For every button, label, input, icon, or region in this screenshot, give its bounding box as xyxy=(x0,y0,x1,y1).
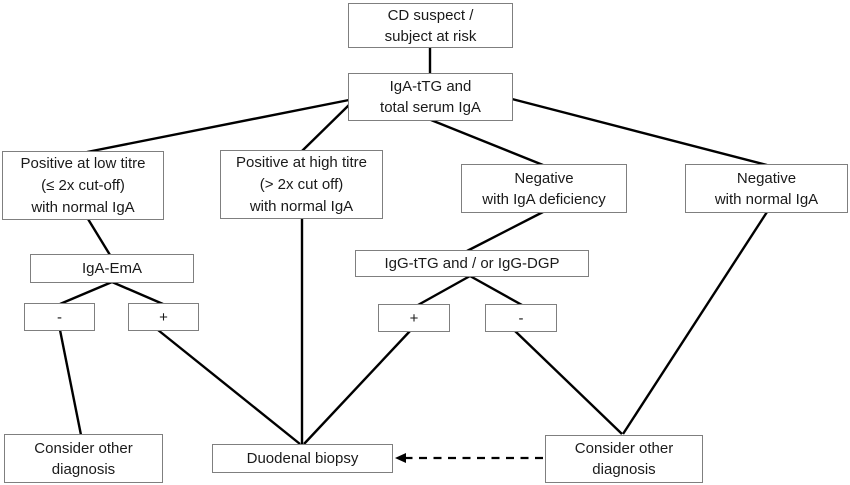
node-duodenal-biopsy: Duodenal biopsy xyxy=(212,444,393,473)
node-label: subject at risk xyxy=(384,27,477,45)
node-label: - xyxy=(57,308,62,326)
node-negative-normal-iga: Negative with normal IgA xyxy=(685,164,848,213)
edge-igg-minus-to-consider-right xyxy=(514,330,623,435)
edge-ema-minus-to-consider-left xyxy=(58,329,83,436)
node-label: + xyxy=(159,308,168,326)
node-label: diagnosis xyxy=(51,460,116,478)
node-cd-suspect: CD suspect / subject at risk xyxy=(348,3,513,48)
node-iga-ema-test: IgA-EmA xyxy=(30,254,194,283)
node-label: diagnosis xyxy=(592,461,656,478)
node-label: Positive at low titre xyxy=(20,154,146,172)
node-label: Negative xyxy=(736,169,797,187)
node-label: Negative xyxy=(514,169,574,187)
node-negative-iga-deficiency: Negative with IgA deficiency xyxy=(461,164,627,213)
edge-pos-low-to-iga-ema xyxy=(86,218,112,256)
node-label: Positive at high titre xyxy=(236,153,367,171)
node-label: IgA-EmA xyxy=(81,260,142,277)
node-label: - xyxy=(518,309,524,327)
edge-ema-plus-to-duodenal xyxy=(157,329,301,445)
node-igg-negative-result: - xyxy=(485,304,557,332)
node-igg-ttg-dgp-test: IgG-tTG and / or IgG-DGP xyxy=(355,250,589,277)
node-label: (≤ 2x cut-off) xyxy=(41,176,125,194)
edge-iga-ema-to-minus xyxy=(59,280,113,306)
node-label: total serum IgA xyxy=(380,99,481,116)
node-igg-positive-result: + xyxy=(378,304,450,332)
node-positive-high-titre: Positive at high titre (> 2x cut off) wi… xyxy=(220,150,383,219)
node-consider-other-diagnosis-right: Consider other diagnosis xyxy=(545,435,703,483)
node-label: Consider other xyxy=(34,439,133,457)
node-label: CD suspect / xyxy=(387,6,474,24)
node-positive-low-titre: Positive at low titre (≤ 2x cut-off) wit… xyxy=(2,151,164,220)
node-label: IgG-tTG and / or IgG-DGP xyxy=(384,255,560,272)
node-label: with normal IgA xyxy=(31,198,135,216)
node-label: with normal IgA xyxy=(249,197,354,215)
node-consider-other-diagnosis-left: Consider other diagnosis xyxy=(4,434,163,483)
edge-iga-ttg-to-pos-low xyxy=(86,98,350,154)
edge-neg-norm-to-consider-right xyxy=(621,211,769,435)
edge-igg-tests-to-minus xyxy=(469,274,523,307)
node-ema-positive-result: + xyxy=(128,303,199,331)
node-label: IgA-tTG and xyxy=(389,78,472,95)
node-label: (> 2x cut off) xyxy=(259,175,344,193)
edge-igg-tests-to-plus xyxy=(417,274,471,307)
node-label: with IgA deficiency xyxy=(482,190,606,208)
edge-iga-ttg-to-pos-high xyxy=(301,103,351,152)
node-label: Duodenal biopsy xyxy=(246,450,359,467)
node-ema-negative-result: - xyxy=(24,303,95,331)
node-label: Consider other xyxy=(574,440,674,457)
edge-neg-def-to-igg-tests xyxy=(466,210,544,253)
node-iga-ttg-test: IgA-tTG and total serum IgA xyxy=(348,73,513,121)
node-label: + xyxy=(409,309,419,327)
dashed-arrowhead-icon xyxy=(395,453,406,463)
edge-iga-ema-to-plus xyxy=(111,280,164,306)
node-label: with normal IgA xyxy=(714,190,819,208)
edge-iga-ttg-to-neg-norm xyxy=(511,97,768,167)
edge-igg-plus-to-duodenal xyxy=(303,330,411,445)
edge-iga-ttg-to-neg-def xyxy=(430,118,544,167)
